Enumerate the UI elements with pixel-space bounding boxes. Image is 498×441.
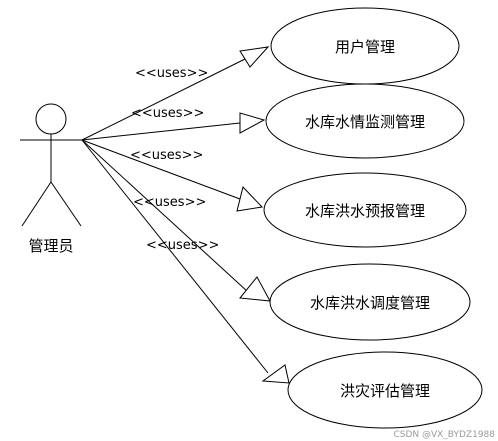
stereotype-label-2: <<uses>> [131,106,204,121]
arrowhead-3 [236,185,264,212]
association-line-4 [81,139,249,293]
use-cases: 用户管理 水库水情监测管理 水库洪水预报管理 水库洪水调度管理 洪灾评估管理 [263,7,483,429]
use-case-label-5: 洪灾评估管理 [340,382,430,400]
arrowhead-4 [239,276,271,302]
association-line-1 [81,58,246,141]
stereotype-label-1: <<uses>> [135,66,208,81]
association-line-2 [81,122,241,141]
associations: <<uses>> <<uses>> <<uses>> <<uses>> <<us… [81,46,290,384]
arrowhead-1 [239,46,270,68]
association-line-3 [81,139,241,200]
actor: 管理员 [20,103,82,255]
use-case-ellipse-4 [269,263,471,341]
use-case-label-3: 水库洪水预报管理 [305,202,425,220]
watermark: CSDN @VX_BYDZ1988 [393,430,495,440]
actor-name: 管理员 [28,237,73,255]
stereotype-label-5: <<uses>> [146,238,219,253]
arrowhead-5 [261,364,290,384]
stereotype-label-3: <<uses>> [130,148,203,163]
use-case-label-2: 水库水情监测管理 [305,113,425,131]
use-case-label-4: 水库洪水调度管理 [310,294,430,312]
actor-left-leg [21,181,52,227]
actor-head [35,103,67,135]
stereotype-label-4: <<uses>> [133,195,206,210]
arrowhead-2 [239,112,266,134]
actor-right-leg [50,181,82,227]
association-line-5 [81,139,269,374]
use-case-ellipse-3 [263,172,467,248]
use-case-label-1: 用户管理 [335,38,395,56]
use-case-ellipse-2 [265,83,465,159]
use-case-ellipse-5 [287,351,483,429]
